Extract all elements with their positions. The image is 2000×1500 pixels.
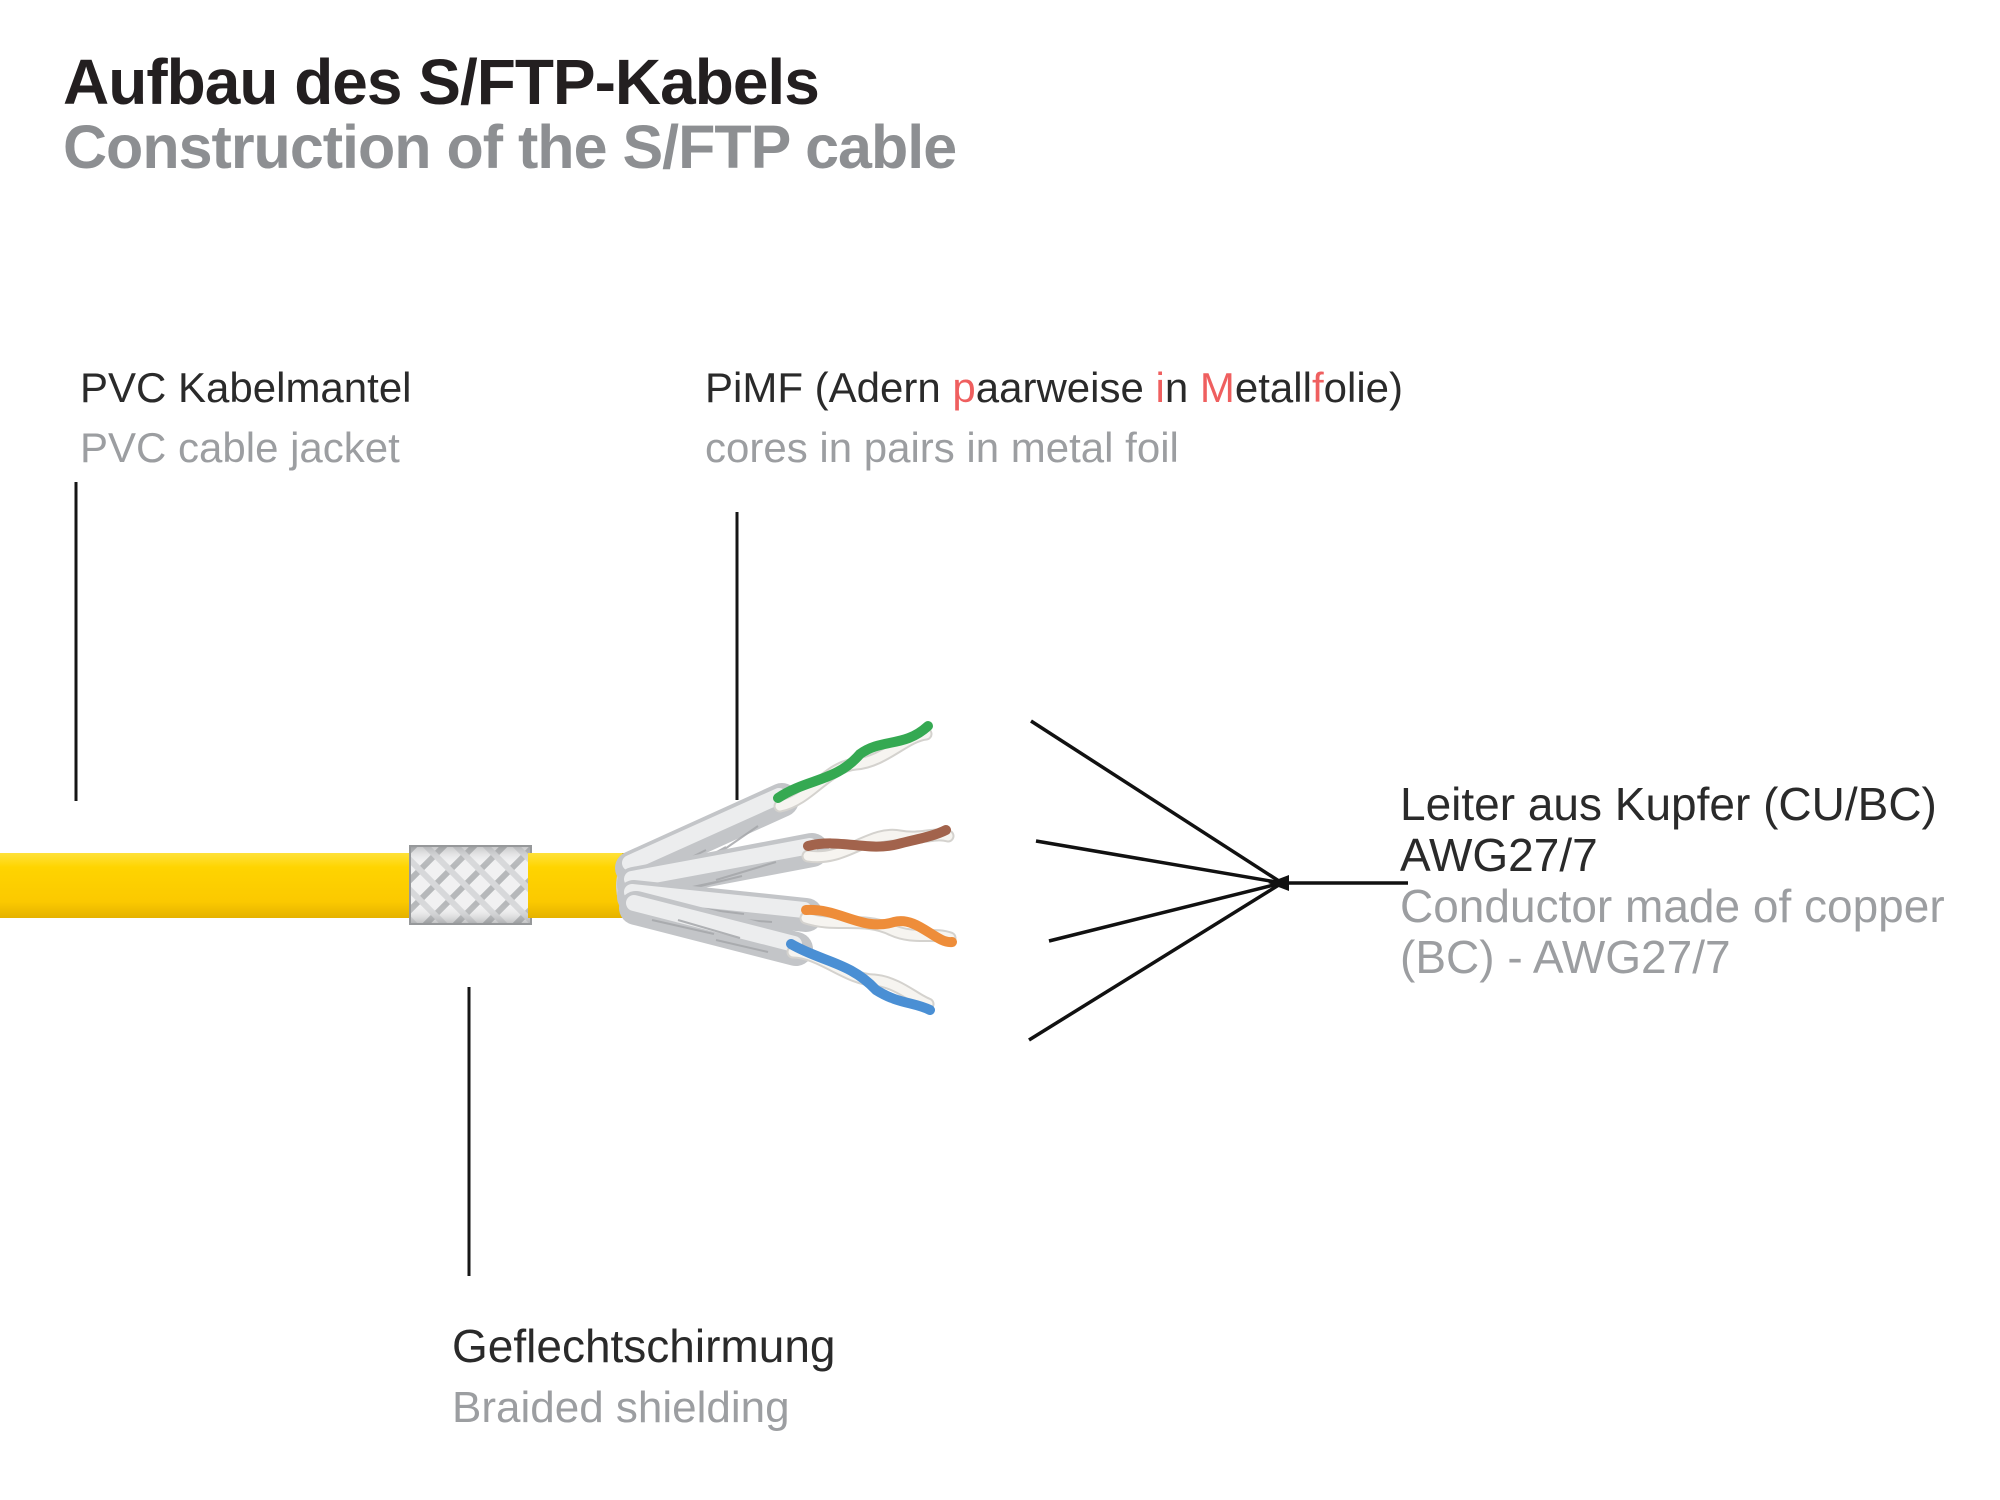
jacket-label-en: PVC cable jacket [80,424,400,471]
wire-orange [801,904,957,947]
arrowhead-icon [1268,875,1289,891]
wire-brown [803,825,951,852]
conductor-label-en-line1: Conductor made of copper [1400,880,1945,932]
braided-shield-section [409,845,532,925]
conductor-label-block: Leiter aus Kupfer (CU/BC) AWG27/7 Conduc… [1400,779,1945,983]
pimf-label-en: cores in pairs in metal foil [705,424,1179,471]
pimf-segment-accent: p [952,364,976,411]
pimf-segment-accent: M [1199,364,1235,411]
foil-pair-blue [619,891,935,1015]
conductor-label-de-line1: Leiter aus Kupfer (CU/BC) [1400,778,1937,830]
pimf-segment: n [1164,364,1200,411]
pimf-segment: PiMF (Adern [705,364,953,411]
pimf-segment: etall [1234,364,1312,411]
pimf-segment: aarweise [975,364,1156,411]
annotation-lines-conductor [1028,719,1408,1042]
wire-green [773,721,933,803]
foil-pair-orange [617,880,957,947]
pimf-segment-accent: f [1311,364,1324,411]
cable-jacket-right [528,853,628,918]
braid-label-en: Braided shielding [452,1383,790,1432]
jacket-label-de: PVC Kabelmantel [80,364,412,411]
conductor-label-de-line2: AWG27/7 [1400,829,1598,881]
pimf-segment-accent: i [1155,364,1165,411]
foil-pair-brown [617,825,955,901]
braid-label-de: Geflechtschirmung [452,1320,836,1372]
wire-blue [786,939,935,1015]
cable-jacket-left [0,853,414,918]
page-subtitle: Construction of the S/FTP cable [63,113,957,181]
page-title: Aufbau des S/FTP-Kabels [63,46,820,118]
pimf-segment: olie) [1323,364,1403,411]
pimf-label-de: PiMF (Adern paarweise in Metallfolie) [705,366,1403,410]
foil-pair-green [615,721,933,885]
conductor-label-en-line2: (BC) - AWG27/7 [1400,931,1731,983]
